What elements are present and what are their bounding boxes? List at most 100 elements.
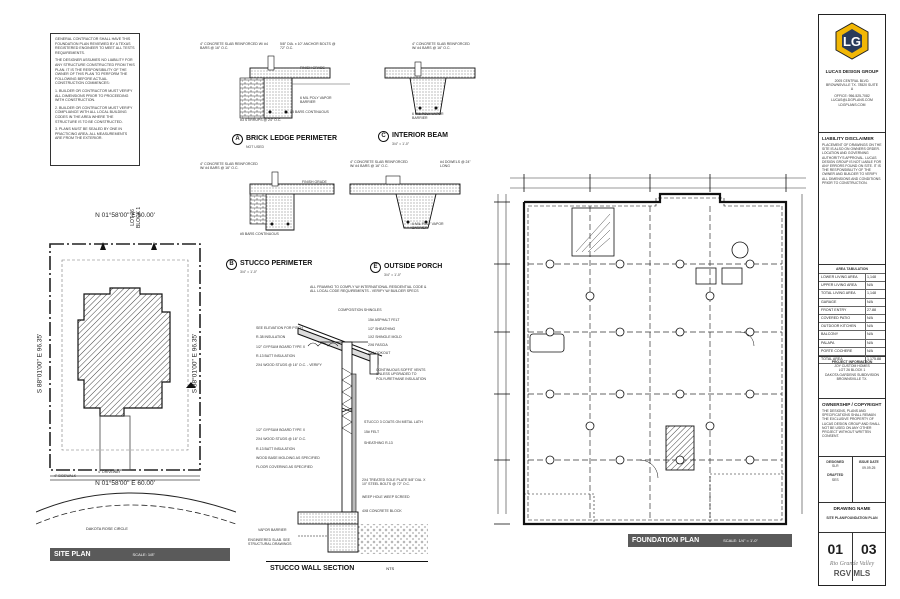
driveway-label: 4" DRIVEWAY	[98, 470, 121, 474]
issue-value: 09.09.25	[862, 466, 876, 471]
detail-a-section	[239, 55, 350, 119]
detail-b-section	[249, 171, 335, 231]
company-name: LUCAS DESIGN GROUP	[825, 69, 879, 74]
detail-b-finish-note: FINISH GRADE	[302, 180, 327, 184]
area-row-label: TOTAL LIVING AREA	[821, 291, 856, 296]
area-row-label: OUTDOOR KITCHEN	[821, 324, 857, 329]
detail-c-scale: 3/4" = 1'-0"	[392, 142, 410, 146]
ownership-section: OWNERSHIP / COPYRIGHT THE DESIGNS, PLANS…	[819, 399, 885, 457]
detail-c-marker: C	[378, 131, 389, 142]
area-row: TOTAL AREA 1,175.88	[819, 355, 885, 365]
site-plan-title: SITE PLAN	[54, 551, 91, 558]
wall-note: SHEATHING R-13	[364, 440, 393, 445]
disclaimer-title: LIABILITY DISCLAIMER	[822, 136, 874, 141]
project-line: LOT 26 BLOCK 1	[838, 368, 866, 373]
wall-section-title: STUCCO WALL SECTION	[270, 565, 355, 572]
wall-note: STUCCO 3 COATS ON METAL LATH	[364, 420, 423, 424]
sheet-info: 01 03 Rio Grande Valley RGV MLS	[819, 533, 885, 581]
area-row-value: N/A	[865, 339, 885, 347]
sheet-total: 03	[860, 541, 877, 557]
detail-b-scale: 3/4" = 1'-0"	[240, 270, 258, 274]
project-line: BROWNSVILLE TX.	[836, 376, 868, 381]
area-title: AREA TABULATION	[819, 265, 885, 274]
foundation-details-drawing	[239, 55, 476, 231]
wall-note: CONTINUOUS SOFFIT VENTS UNLESS UPGRADED …	[376, 368, 427, 381]
project-line: DAKOTA GARDENS SUBDIVISION	[824, 372, 879, 377]
detail-e-vapor-note: 6 MIL POLY VAPOR BARRIER	[412, 222, 444, 231]
wall-note: COMPOSITION SHINGLES	[338, 308, 382, 312]
sidewalk-label: 4" SIDEWALK	[54, 474, 77, 478]
detail-b-bars-note: #5 BARS CONTINUOUS	[240, 232, 279, 236]
north-boundary-label: N 01°58'00" E 60.00'	[95, 212, 155, 219]
mls-watermark: Rio Grande Valley	[829, 561, 875, 567]
mls-logo: RGV MLS	[833, 569, 871, 578]
wall-section-right-notes-soffit: CONTINUOUS SOFFIT VENTS UNLESS UPGRADED …	[376, 368, 438, 381]
note-line: 3. PLANS MUST BE SEALED BY ONE IN PRACTI…	[55, 127, 128, 141]
detail-c-vapor-note: 6 MIL POLY VAPOR BARRIER	[412, 112, 444, 121]
company-logo-icon: LG	[835, 22, 869, 60]
designed-value: SLR	[831, 464, 839, 469]
note-line: GENERAL CONTRACTOR SHALL HAVE THIS FOUND…	[55, 37, 135, 55]
foundation-outline	[522, 192, 788, 526]
wall-section-left-notes: SEE ELEVATION FOR PITCH R-38 INSULATION …	[256, 326, 322, 372]
entry-slab	[665, 425, 695, 471]
sheet-number: 01	[819, 533, 853, 581]
detail-a-scale: NOT USED	[246, 145, 265, 149]
wall-note: 2X LOOKOUT	[368, 351, 391, 356]
area-row-label: GARAGE	[821, 299, 837, 304]
wall-note: SEE ELEVATION FOR PITCH	[256, 326, 303, 330]
lot-block-label: LOT 26 BLOCK 1	[130, 207, 142, 228]
disclaimer-text: PLACEMENT OF DRAWINGS ON THE SITE IS ALS…	[822, 143, 882, 185]
detail-e-slab-note: 4" CONCRETE SLAB REINFORCED W/ #4 BARS @…	[350, 160, 408, 169]
foundation-plan-title: FOUNDATION PLAN	[632, 537, 700, 544]
drawing-name-label: DRAWING NAME	[833, 506, 871, 511]
design-info: DESIGNED SLR DRAFTED SES ISSUE DATE 09.0…	[819, 457, 885, 503]
note-line: THE DESIGNER ASSUMES NO LIABILITY FOR AN…	[55, 58, 135, 86]
drafted-value: SES	[831, 477, 839, 482]
company-web: LDGPLANS.COM	[838, 102, 866, 107]
wall-note: 1/2" GYPSUM BOARD TYPE X	[256, 428, 306, 432]
wall-note: 2X4 WOOD STUDS @ 16" O.C. - VERIFY	[256, 363, 322, 368]
area-row-label: TOTAL AREA	[821, 356, 843, 361]
wall-note: R-13 BATT INSULATION	[256, 446, 295, 451]
title-block: LG LUCAS DESIGN GROUP 2005 CENTRAL BLVD.…	[818, 14, 886, 586]
detail-e-scale: 3/4" = 1'-0"	[384, 273, 402, 277]
wall-section-right-notes-top: ALL FRAMING TO COMPLY W/ INTERNATIONAL R…	[310, 285, 428, 294]
area-row-label: COVERED PATIO	[821, 315, 851, 320]
wall-section-right-notes-wall: STUCCO 3 COATS ON METAL LATH 15# FELT SH…	[364, 420, 430, 445]
house-footprint	[77, 287, 171, 417]
detail-a-stirrup-note: #3 STIRRUPS @ 24" O.C.	[240, 118, 282, 122]
driveway	[99, 415, 131, 471]
wall-section-scale: NTS	[386, 566, 395, 571]
drawing-name-section: DRAWING NAME SITE PLAN/FOUNDATION PLAN	[819, 503, 885, 533]
area-row-value: 1,148	[865, 290, 885, 298]
site-plan-scale: SCALE: 1/8"	[132, 552, 155, 557]
wall-note: ENGINEERED SLAB. SEE STRUCTURAL DRAWINGS	[248, 538, 292, 547]
svg-text:LG: LG	[843, 34, 861, 49]
detail-a-name: BRICK LEDGE PERIMETER	[246, 135, 338, 142]
area-row-label: LOWER LIVING AREA	[821, 275, 858, 279]
area-row-value: N/A	[865, 331, 885, 339]
note-line: 2. BUILDER OR CONTRACTOR MUST VERIFY COM…	[55, 105, 133, 124]
company-address: 2005 CENTRAL BLVD. BROWNSVILLE TX. 78520…	[826, 78, 878, 91]
wall-section-right-notes-roof: COMPOSITION SHINGLES 15# ASPHALT FELT 1/…	[338, 308, 418, 356]
company-phone: OFFICE: 956-525-7082	[834, 94, 870, 99]
designed-label: DESIGNED	[826, 460, 845, 464]
note-line: 1. BUILDER OR CONTRACTOR MUST VERIFY ALL…	[55, 88, 133, 103]
area-row-label: PALAPA	[821, 340, 835, 345]
area-row-value: 1,148	[865, 274, 885, 282]
area-row-value: 1,175.88	[865, 355, 885, 364]
general-notes: GENERAL CONTRACTOR SHALL HAVE THIS FOUND…	[50, 33, 140, 166]
area-row-value: 27.88	[865, 306, 885, 314]
wall-note: ALL FRAMING TO COMPLY W/ INTERNATIONAL R…	[310, 285, 427, 294]
block-label: BLOCK 1	[136, 206, 142, 228]
issue-label: ISSUE DATE	[858, 460, 879, 464]
street-label: DAKOTA ROSE CIRCLE	[86, 527, 128, 531]
